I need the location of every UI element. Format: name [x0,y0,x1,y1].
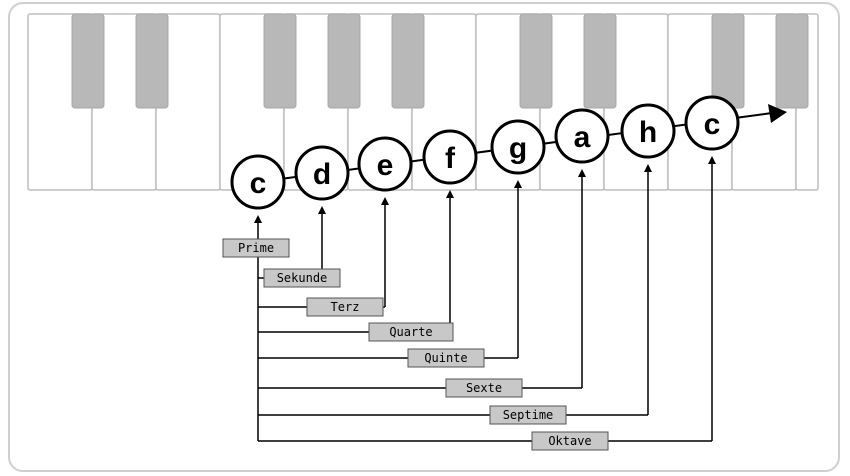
label-text: Quarte [389,325,432,339]
note-circle [620,103,676,159]
connector-arrowhead [644,164,652,172]
black-key [391,13,425,109]
label-box [368,322,454,342]
black-key [135,13,169,109]
note-letter: e [377,149,394,182]
black-key [263,13,297,109]
note-a-6: a [554,108,610,164]
black-key [775,13,809,109]
black-key [711,13,745,109]
label-text: Oktave [548,434,591,448]
note-circle [230,154,286,210]
interval-label-terz: Terz [306,297,384,317]
note-circle [684,95,740,151]
note-letter: g [509,132,527,165]
label-box [489,405,567,425]
black-key [327,13,361,109]
piano-keyboard [27,13,819,191]
note-d-2: d [294,145,350,201]
note-letter: c [250,167,267,200]
label-box [445,378,523,398]
connector-arrowhead [254,215,262,223]
label-text: Prime [238,241,274,255]
note-letter: h [639,116,657,149]
note-letter: d [313,158,331,191]
note-circle [490,119,546,175]
interval-label-prime: Prime [222,238,290,258]
label-text: Sexte [466,381,502,395]
label-box [407,348,485,368]
interval-label-septime: Septime [489,405,567,425]
interval-label-sexte: Sexte [445,378,523,398]
interval-connectors [254,156,716,442]
interval-labels: PrimeSekundeTerzQuarteQuinteSexteSeptime… [222,238,609,451]
label-box [222,238,290,258]
interval-label-sekunde: Sekunde [263,268,341,288]
connector-arrowhead [381,197,389,205]
label-text: Quinte [424,351,467,365]
interval-label-oktave: Oktave [531,431,609,451]
interval-label-quinte: Quinte [407,348,485,368]
note-c-1: c [230,154,286,210]
note-h-7: h [620,103,676,159]
note-circle [294,145,350,201]
label-text: Sekunde [277,271,328,285]
scale-arrow-head [768,104,787,123]
connector-arrowhead [514,180,522,188]
note-letter: a [574,121,591,154]
note-letter: f [445,142,456,175]
label-text: Terz [331,300,360,314]
note-g-5: g [490,119,546,175]
black-key [583,13,617,109]
label-box [306,297,384,317]
label-box [531,431,609,451]
label-box [263,268,341,288]
note-c-8: c [684,95,740,151]
label-text: Septime [503,408,554,422]
connector-arrowhead [708,156,716,164]
note-letter: c [704,108,721,141]
black-key [519,13,553,109]
interval-label-quarte: Quarte [368,322,454,342]
scale-notes: c d e f g a h c [230,95,740,210]
connector-arrowhead [578,169,586,177]
note-circle [422,129,478,185]
note-f-4: f [422,129,478,185]
connector-arrowhead [318,206,326,214]
note-circle [357,136,413,192]
note-e-3: e [357,136,413,192]
black-key [71,13,105,109]
note-circle [554,108,610,164]
connector-arrowhead [446,190,454,198]
